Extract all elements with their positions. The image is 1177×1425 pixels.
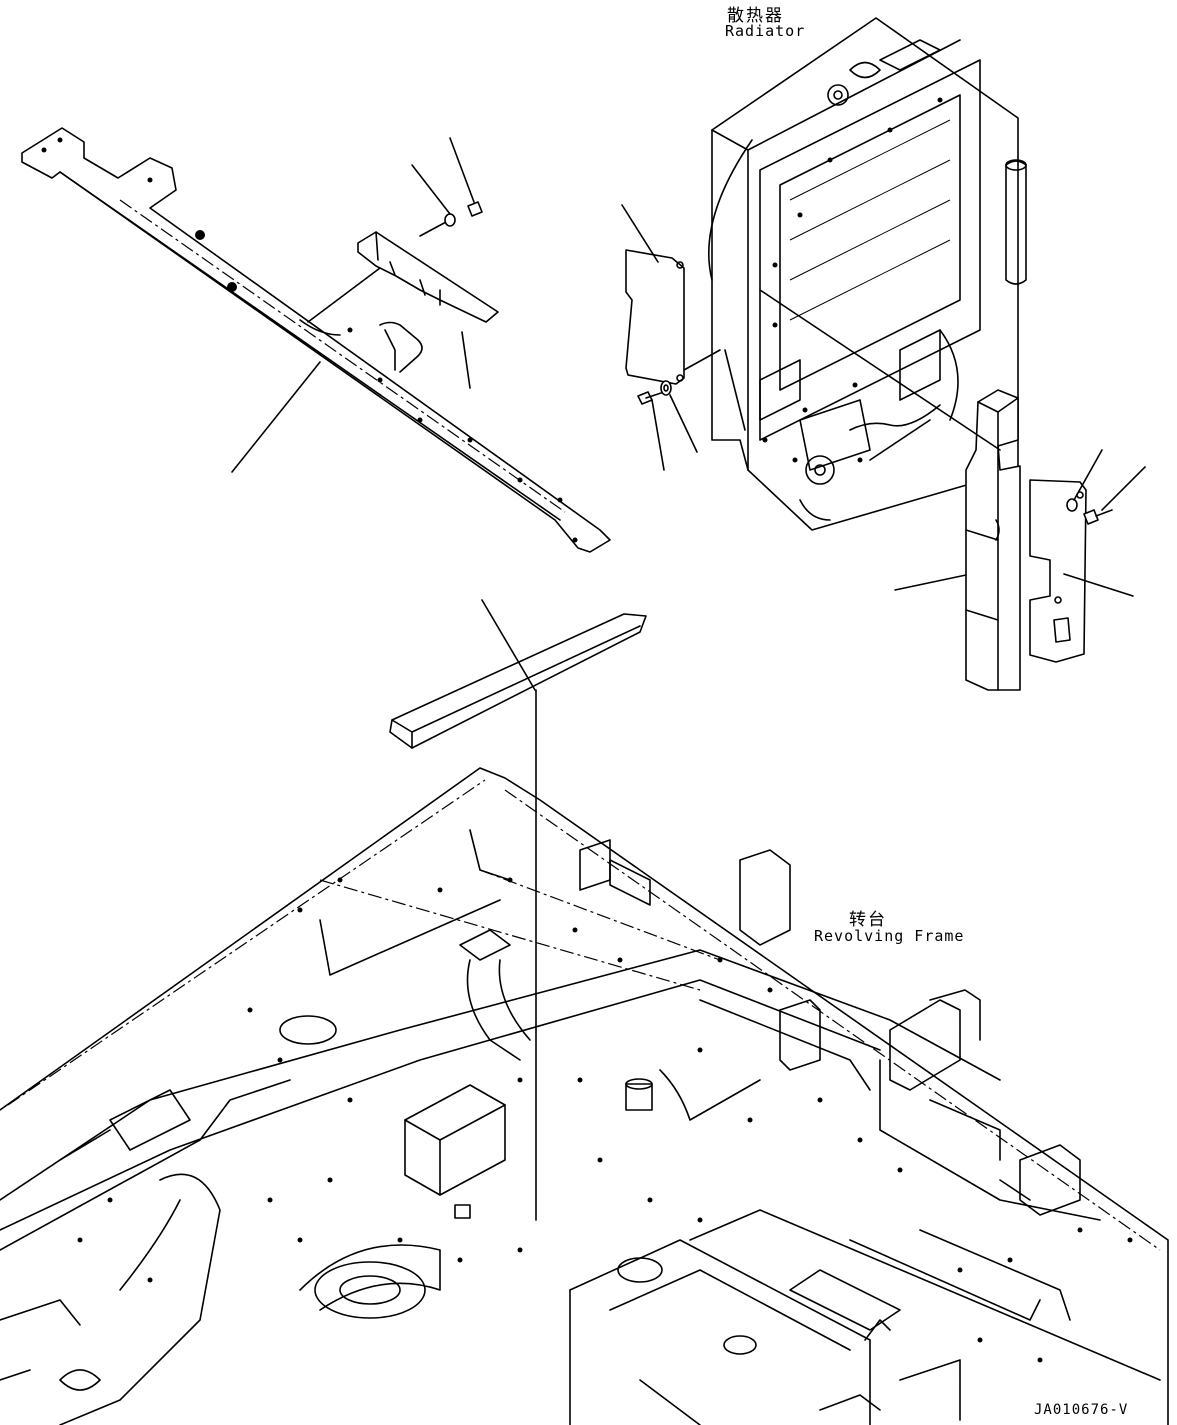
revolving-frame [0, 767, 1169, 1425]
revolving-frame-label: Revolving Frame [814, 927, 965, 945]
radiator-side-plate [1029, 479, 1134, 663]
bracket-bolt-washer [411, 137, 483, 227]
top-beam [21, 127, 611, 553]
drawing-code: JA010676-V [1034, 1402, 1129, 1418]
revolving-frame-label-cn: 转台 [849, 910, 887, 930]
cover-bolt-washer [637, 380, 698, 471]
side-plate-bolt-washer [1066, 449, 1146, 525]
radiator-side-seal [894, 389, 1021, 691]
radiator-label-cn: 散热器 [727, 6, 784, 26]
radiator-label: Radiator [725, 22, 806, 40]
angle-seal [389, 599, 647, 1221]
side-seal-leader [759, 289, 1001, 451]
radiator-side-cover [621, 204, 721, 385]
beam-bracket-plate [307, 221, 499, 389]
radiator-assembly [708, 17, 1027, 531]
